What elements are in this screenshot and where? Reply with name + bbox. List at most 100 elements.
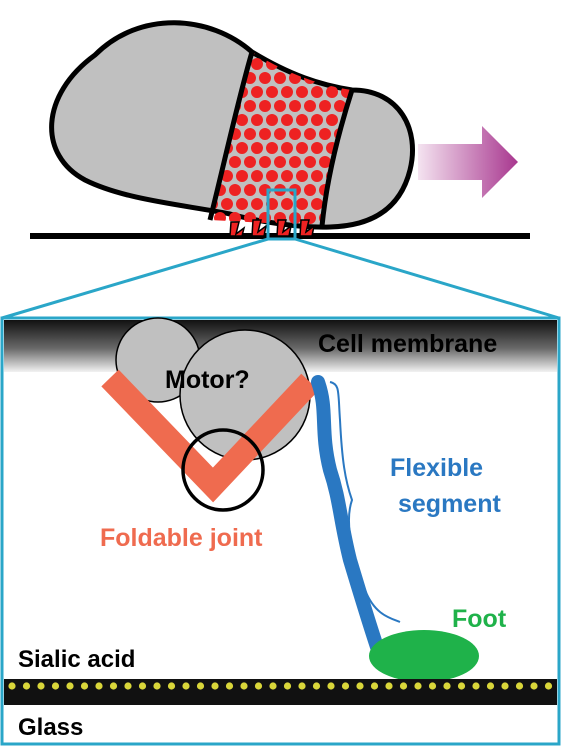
neck-dot xyxy=(319,100,331,112)
neck-dot xyxy=(311,86,323,98)
neck-dot xyxy=(251,198,263,210)
neck-dot xyxy=(304,100,316,112)
neck-dot xyxy=(259,128,271,140)
sialic-acid-dot xyxy=(414,682,422,690)
sialic-acid-dot xyxy=(22,682,31,690)
segment-label: segment xyxy=(398,490,501,518)
neck-dot xyxy=(274,72,286,84)
neck-dot xyxy=(244,100,256,112)
neck-dot xyxy=(311,58,323,70)
neck-dot xyxy=(281,114,293,126)
cell-membrane-label: Cell membrane xyxy=(318,330,497,358)
flexible-label: Flexible xyxy=(390,454,483,482)
sialic-acid-dot xyxy=(341,682,350,690)
neck-dot xyxy=(259,52,271,56)
neck-dot xyxy=(274,100,286,112)
sialic-acid-dot xyxy=(472,682,480,690)
neck-dot xyxy=(274,128,286,140)
neck-dot xyxy=(296,58,308,70)
movement-arrow xyxy=(418,126,518,198)
neck-dot xyxy=(289,156,301,168)
sialic-acid-dot xyxy=(124,682,132,690)
neck-dot xyxy=(251,114,263,126)
neck-dot xyxy=(311,170,323,182)
neck-dot xyxy=(266,114,278,126)
sialic-acid-dot xyxy=(370,682,379,690)
sialic-acid-dot xyxy=(254,682,263,690)
neck-dot xyxy=(304,156,316,168)
sialic-acid-dots xyxy=(8,682,553,690)
neck-dot xyxy=(319,52,331,56)
neck-dot xyxy=(326,86,338,98)
sialic-acid-dot xyxy=(80,682,89,690)
neck-dot xyxy=(311,114,323,126)
neck-dot xyxy=(289,100,301,112)
neck-dot xyxy=(296,198,308,210)
neck-dot xyxy=(251,86,263,98)
neck-dot xyxy=(356,58,368,70)
sialic-acid-dot xyxy=(240,682,248,690)
neck-dot xyxy=(221,198,233,210)
sialic-acid-dot xyxy=(225,682,234,690)
sialic-acid-dot xyxy=(66,682,74,690)
neck-dot xyxy=(236,142,248,154)
zoom-line-left xyxy=(1,237,269,320)
neck-dot xyxy=(229,212,241,224)
cell-legs xyxy=(229,219,316,237)
neck-dot xyxy=(236,114,248,126)
neck-dot xyxy=(304,128,316,140)
sialic-acid-dot xyxy=(109,682,118,690)
sialic-acid-dot xyxy=(211,682,219,690)
sialic-acid-dot xyxy=(457,682,466,690)
sialic-acid-dot xyxy=(544,682,553,690)
neck-dot xyxy=(349,72,352,84)
sialic-acid-dot xyxy=(501,682,509,690)
foldable-joint-label: Foldable joint xyxy=(100,524,263,552)
neck-dot xyxy=(274,156,286,168)
foot xyxy=(369,630,479,682)
neck-left-boundary xyxy=(207,51,255,221)
sialic-acid-dot xyxy=(153,682,161,690)
neck-dot xyxy=(259,72,271,84)
neck-dot xyxy=(319,156,331,168)
neck-dot xyxy=(251,58,263,70)
neck-dot xyxy=(296,86,308,98)
neck-dot xyxy=(259,100,271,112)
neck-dot xyxy=(214,212,226,224)
neck-dot xyxy=(334,100,346,112)
neck-dot xyxy=(229,184,241,196)
neck-dot xyxy=(251,170,263,182)
neck-dot xyxy=(319,128,331,140)
neck-dot xyxy=(244,156,256,168)
neck-dot xyxy=(274,52,286,56)
neck-dot xyxy=(266,142,278,154)
neck-right-boundary xyxy=(319,89,355,227)
neck-dot xyxy=(266,170,278,182)
neck-dot xyxy=(281,198,293,210)
neck-dot xyxy=(229,156,241,168)
glass-label: Glass xyxy=(18,714,83,741)
flexible-brace xyxy=(329,381,401,623)
sialic-acid-dot xyxy=(283,682,292,690)
cell-overview xyxy=(30,20,530,241)
sialic-acid-dot xyxy=(167,682,176,690)
neck-dot xyxy=(244,128,256,140)
sialic-acid-dot xyxy=(443,682,451,690)
neck-dot xyxy=(311,142,323,154)
sialic-acid-dot xyxy=(138,682,147,690)
sialic-acid-dot xyxy=(385,682,393,690)
sialic-acid-dot xyxy=(196,682,205,690)
sialic-acid-dot xyxy=(312,682,321,690)
neck-dot xyxy=(296,142,308,154)
neck-dot xyxy=(259,156,271,168)
neck-dot xyxy=(311,198,323,210)
neck-dot xyxy=(236,170,248,182)
neck-dot xyxy=(251,142,263,154)
neck-dot xyxy=(304,52,316,56)
neck-dot xyxy=(334,52,346,56)
neck-dot xyxy=(296,170,308,182)
sialic-acid-dot xyxy=(8,682,16,690)
sialic-acid-dot xyxy=(399,682,408,690)
flexible-segment xyxy=(311,375,385,657)
